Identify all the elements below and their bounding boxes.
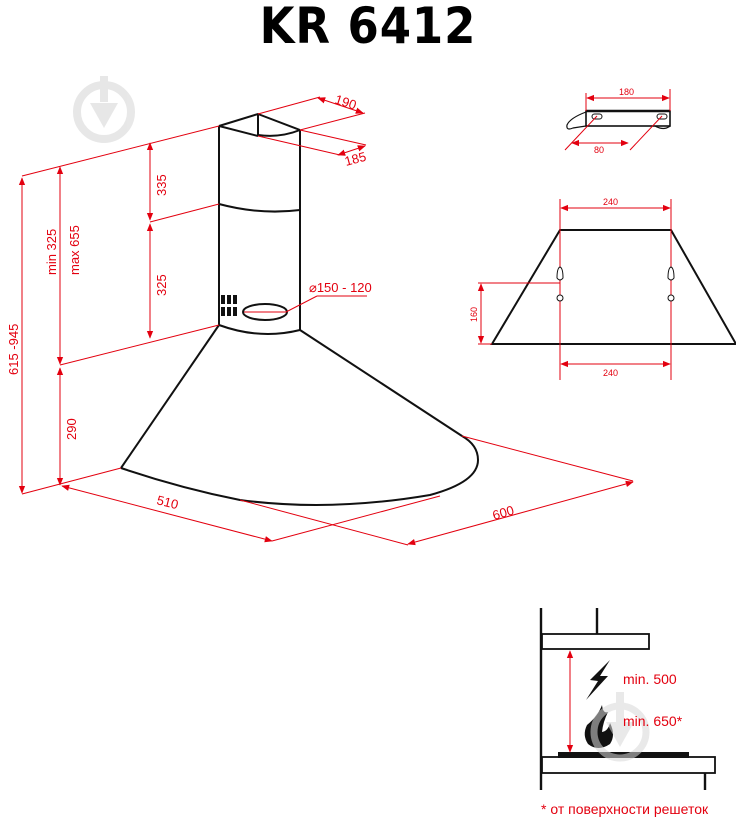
gas-clearance-label: min. 650* — [623, 713, 683, 729]
vent-grille-icon — [221, 295, 237, 316]
lower-chimney-height-label: 325 — [154, 274, 169, 296]
duct-diameter-label: ⌀150 - 120 — [309, 280, 372, 295]
electric-clearance-label: min. 500 — [623, 671, 677, 687]
bracket-hole-spacing-label: 80 — [594, 145, 604, 155]
width-label: 600 — [491, 502, 516, 522]
mounting-template-view: 240 240 160 — [469, 197, 736, 380]
watermark-icon — [73, 76, 135, 143]
chimney-width-label: 190 — [333, 92, 358, 113]
total-height-label: 615 -945 — [6, 324, 21, 375]
hood-main-view — [120, 112, 480, 506]
chimney-max-label: max 655 — [67, 225, 82, 275]
clearance-view: min. 500 min. 650* — [539, 608, 716, 790]
model-title: KR 6412 — [259, 0, 477, 55]
mount-vertical-offset-label: 160 — [469, 307, 479, 322]
mount-top-spacing-label: 240 — [603, 197, 618, 207]
chimney-min-label: min 325 — [44, 229, 59, 275]
lightning-icon — [586, 660, 610, 700]
upper-chimney-height-label: 335 — [154, 174, 169, 196]
bracket-length-label: 180 — [619, 87, 634, 97]
canopy-height-label: 290 — [64, 418, 79, 440]
depth-label: 510 — [155, 492, 180, 512]
watermark-icon — [590, 692, 650, 762]
footnote: * от поверхности решеток — [541, 801, 709, 817]
main-dimensions: 190 185 335 325 ⌀150 - 120 min 325 max 6… — [6, 92, 634, 546]
mount-bottom-spacing-label: 240 — [603, 368, 618, 378]
bracket-view: 180 80 — [564, 87, 671, 155]
chimney-depth-label: 185 — [343, 149, 368, 169]
